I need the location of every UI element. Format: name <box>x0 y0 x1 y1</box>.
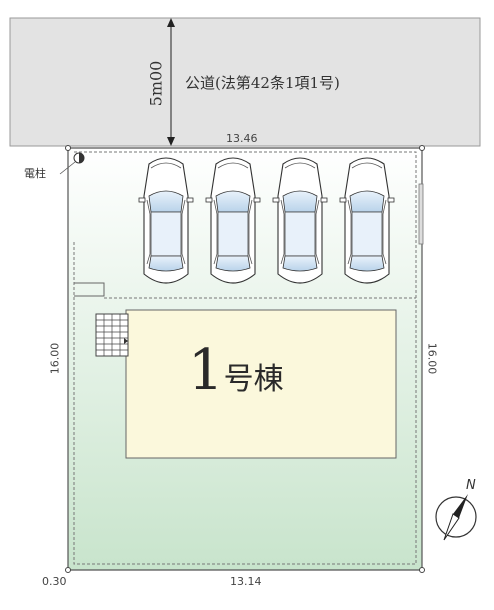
utility-pole-label: 電柱 <box>24 167 46 180</box>
parked-car-icon <box>138 157 194 284</box>
building-label: 1号棟 <box>188 338 284 403</box>
dimension-bottom: 13.14 <box>230 575 262 588</box>
compass-needle-north <box>453 494 468 518</box>
arrow-head-bottom <box>167 137 175 146</box>
building-number: 1 <box>188 338 224 403</box>
parked-car-icon <box>205 157 261 284</box>
dimension-corner-offset: 0.30 <box>42 575 67 588</box>
corner-marker <box>419 145 425 151</box>
dimension-top: 13.46 <box>226 132 258 145</box>
corner-marker <box>65 567 71 573</box>
road-width-label: 5m00 <box>146 60 166 107</box>
corner-marker <box>65 145 71 151</box>
compass-north-label: N <box>466 478 476 493</box>
arrow-head-top <box>167 18 175 27</box>
entrance-stairs <box>95 313 129 357</box>
compass <box>435 494 477 541</box>
parking-spaces <box>138 157 395 284</box>
building-suffix: 号棟 <box>223 362 284 397</box>
side-wall <box>418 183 424 245</box>
parking-boundary <box>74 282 105 297</box>
fence-line <box>73 151 417 565</box>
utility-pole-leader <box>59 161 76 175</box>
dimension-left: 16.00 <box>48 342 62 375</box>
road-label: 公道(法第42条1項1号) <box>185 74 340 92</box>
parked-car-icon <box>339 157 395 284</box>
corner-marker <box>419 567 425 573</box>
building-footprint <box>125 309 397 459</box>
utility-pole-icon-fill <box>79 153 84 163</box>
parked-car-icon <box>272 157 328 284</box>
public-road <box>9 17 481 147</box>
dimension-right: 16.00 <box>425 342 439 375</box>
compass-needle-south <box>443 513 460 541</box>
